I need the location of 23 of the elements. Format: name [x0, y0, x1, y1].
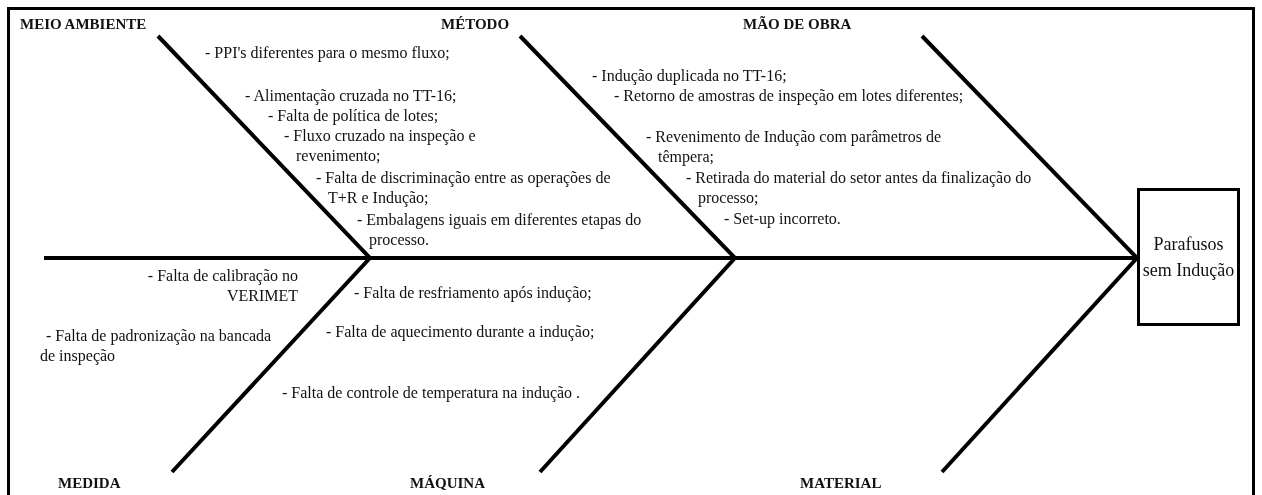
cause-text: - Falta de discriminação entre as operações de T+R e Indução;: [316, 168, 612, 208]
category-label: MÉTODO: [441, 15, 510, 33]
cause-text: - Falta de aquecimento durante a indução;: [325, 322, 596, 342]
cause-text: - Alimentação cruzada no TT-16;: [245, 86, 458, 106]
cause-text: - PPI's diferentes para o mesmo fluxo;: [205, 43, 451, 63]
cause-text: - Set-up incorreto.: [724, 209, 842, 229]
cause-text: - Fluxo cruzado na inspeção e revenimento;: [284, 126, 477, 166]
category-label: MÁQUINA: [410, 474, 485, 492]
cause-text: - Falta de resfriamento após indução;: [354, 283, 593, 303]
cause-text: - Retorno de amostras de inspeção em lotes diferentes;: [614, 86, 964, 106]
cause-text: - Falta de calibração no VERIMET: [146, 266, 298, 306]
category-label: MATERIAL: [800, 474, 882, 492]
category-label: MÃO DE OBRA: [743, 15, 852, 33]
category-label: MEDIDA: [58, 474, 121, 492]
cause-text: - Revenimento de Indução com parâmetros de têmpera;: [646, 127, 941, 167]
cause-text: - Embalagens iguais em diferentes etapas do processo.: [357, 210, 643, 250]
cause-text: - Retirada do material do setor antes da finalização do processo;: [686, 168, 1033, 208]
cause-text: - Falta de controle de temperatura na indução .: [281, 383, 582, 403]
effect-box: Parafusos sem Indução: [1137, 188, 1240, 326]
category-label: MEIO AMBIENTE: [20, 15, 147, 33]
cause-text: - Falta de padronização na bancada de inspeção: [40, 326, 273, 366]
cause-text: - Falta de política de lotes;: [268, 106, 440, 126]
cause-text: - Indução duplicada no TT-16;: [592, 66, 788, 86]
